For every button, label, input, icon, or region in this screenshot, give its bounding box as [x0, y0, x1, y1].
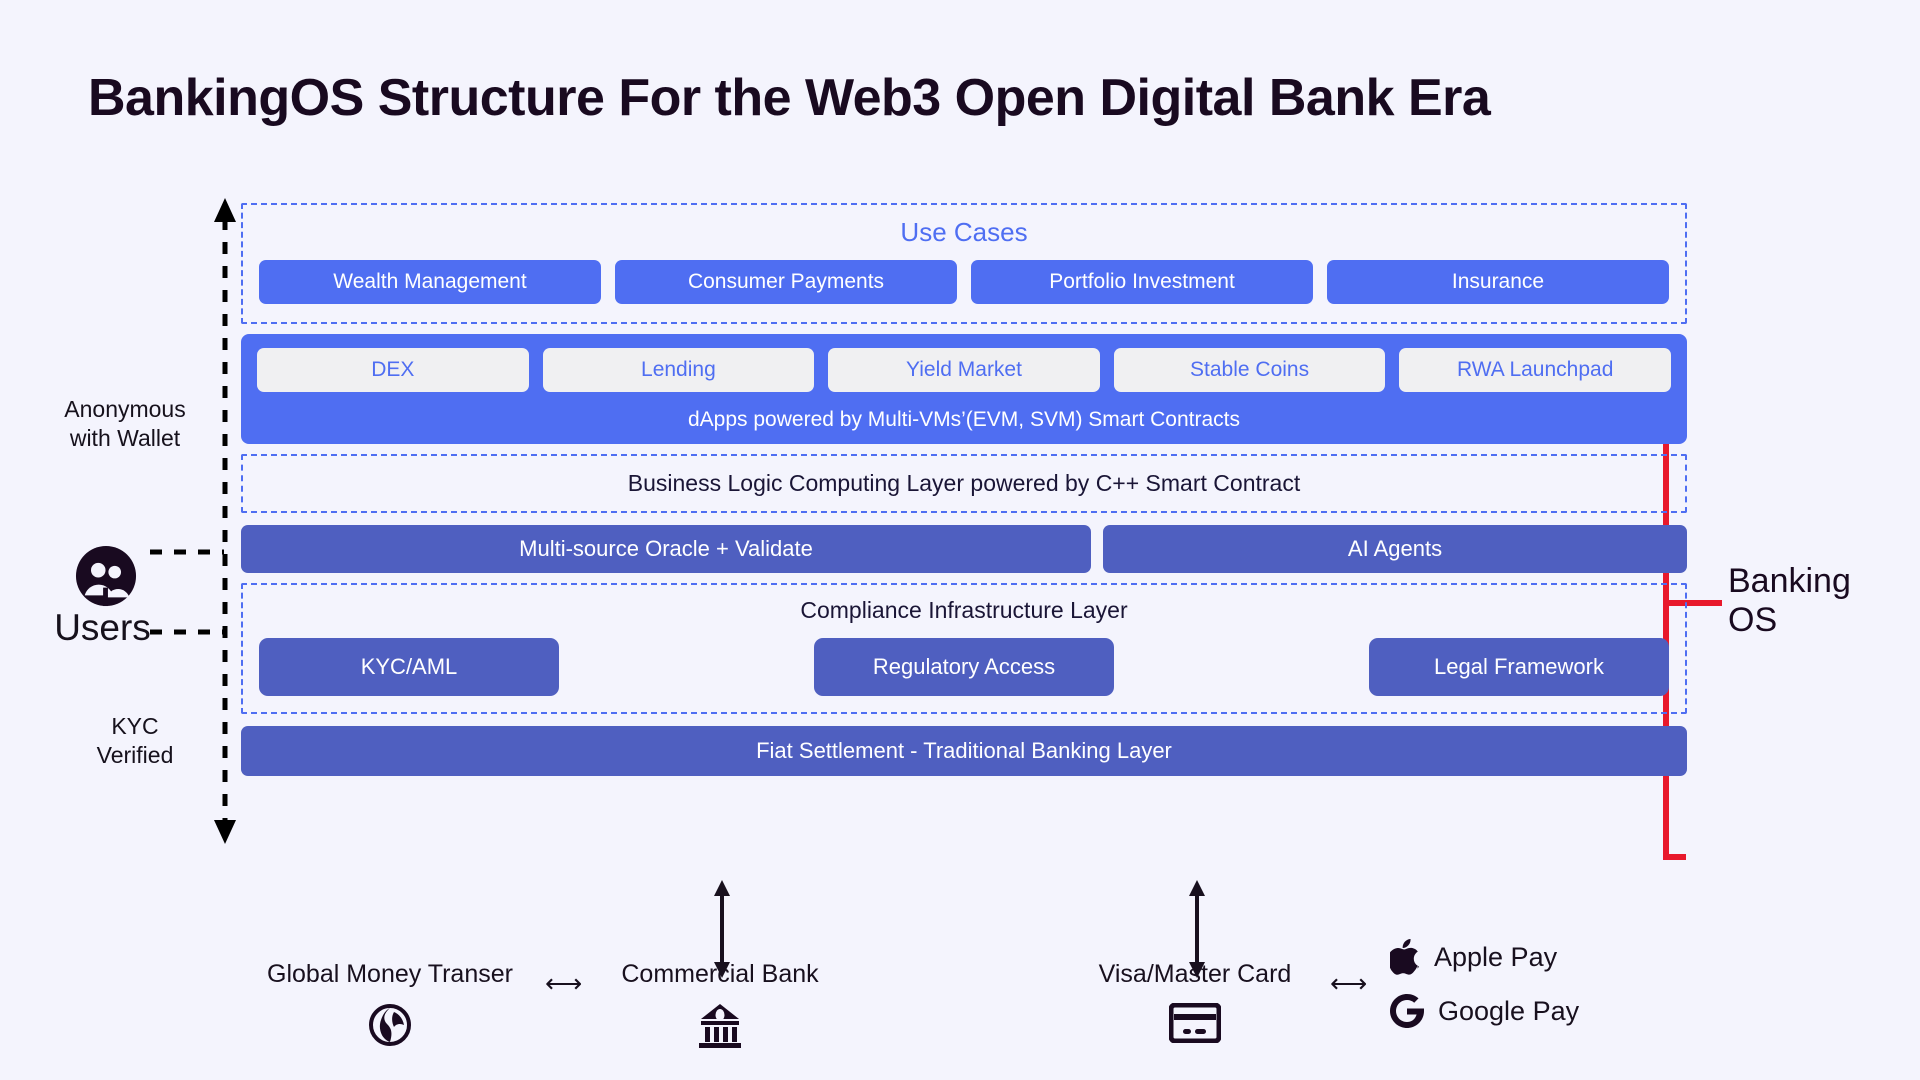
node-visa-master-card: Visa/Master Card [1070, 960, 1320, 1043]
label-anonymous-with-wallet: Anonymous with Wallet [64, 396, 186, 451]
users-connector-lines [150, 549, 224, 635]
google-icon [1390, 994, 1424, 1028]
node-google-pay: Google Pay [1390, 984, 1579, 1038]
fiat-settlement-bar[interactable]: Fiat Settlement - Traditional Banking La… [241, 726, 1687, 776]
global-money-transfer-label: Global Money Transer [267, 960, 513, 988]
compliance-pill[interactable]: KYC/AML [259, 638, 559, 696]
dapps-footer-text: dApps powered by Multi-VMs’(EVM, SVM) Sm… [688, 408, 1240, 431]
layer-use-cases: Use Cases Wealth Management Consumer Pay… [241, 203, 1687, 324]
label-users: Users [54, 607, 151, 648]
compliance-pill[interactable]: Regulatory Access [814, 638, 1114, 696]
architecture-stack: Use Cases Wealth Management Consumer Pay… [241, 203, 1687, 776]
connector-right-arrow: ⟷ [1330, 968, 1368, 998]
dapp-pill[interactable]: Yield Market [828, 348, 1100, 392]
oracle-bar[interactable]: Multi-source Oracle + Validate [241, 525, 1091, 573]
google-pay-label: Google Pay [1438, 995, 1580, 1026]
layer-compliance: Compliance Infrastructure Layer KYC/AML … [241, 583, 1687, 714]
compliance-pill[interactable]: Legal Framework [1369, 638, 1669, 696]
users-icon [75, 545, 137, 607]
layer-oracle-row: Multi-source Oracle + Validate AI Agents [241, 525, 1687, 573]
dapp-pill[interactable]: Stable Coins [1113, 348, 1386, 392]
globe-icon [250, 1003, 530, 1047]
commercial-bank-arrow [714, 880, 730, 978]
bank-icon [590, 1003, 850, 1049]
use-case-pill[interactable]: Portfolio Investment [971, 260, 1313, 304]
external-rails-row: Global Money Transer ⟷ Commercial Bank [0, 880, 1920, 1080]
users-scope-arrow [214, 198, 236, 844]
compliance-caption: Compliance Infrastructure Layer [800, 597, 1128, 623]
dapp-pill[interactable]: RWA Launchpad [1399, 348, 1671, 392]
compliance-pill-row: KYC/AML Regulatory Access Legal Framewor… [259, 638, 1669, 696]
node-global-money-transfer: Global Money Transer [250, 960, 530, 1047]
use-case-pill[interactable]: Consumer Payments [615, 260, 957, 304]
use-cases-pill-row: Wealth Management Consumer Payments Port… [259, 260, 1669, 304]
connector-left-arrow: ⟷ [545, 968, 583, 998]
node-commercial-bank: Commercial Bank [590, 960, 850, 1049]
visa-master-card-label: Visa/Master Card [1098, 960, 1292, 988]
business-logic-caption: Business Logic Computing Layer powered b… [627, 470, 1301, 496]
apple-icon [1390, 939, 1420, 975]
use-case-pill[interactable]: Insurance [1327, 260, 1669, 304]
visa-master-arrow [1189, 880, 1205, 978]
ai-agents-bar[interactable]: AI Agents [1103, 525, 1687, 573]
credit-card-icon [1070, 1003, 1320, 1043]
dapp-pill[interactable]: DEX [257, 348, 529, 392]
use-cases-caption: Use Cases [900, 217, 1028, 247]
layer-dapps: DEX Lending Yield Market Stable Coins RW… [241, 334, 1687, 444]
commercial-bank-label: Commercial Bank [621, 960, 819, 988]
label-kyc-verified: KYC Verified [96, 713, 174, 768]
layer-business-logic: Business Logic Computing Layer powered b… [241, 454, 1687, 513]
dapps-pill-row: DEX Lending Yield Market Stable Coins RW… [257, 348, 1671, 392]
apple-pay-label: Apple Pay [1434, 941, 1558, 972]
label-banking-os: Banking OS [1728, 562, 1851, 640]
use-case-pill[interactable]: Wealth Management [259, 260, 601, 304]
page-title: BankingOS Structure For the Web3 Open Di… [88, 69, 1491, 127]
digital-wallet-list: Apple Pay Google Pay [1390, 930, 1579, 1038]
dapp-pill[interactable]: Lending [542, 348, 815, 392]
node-apple-pay: Apple Pay [1390, 930, 1579, 984]
